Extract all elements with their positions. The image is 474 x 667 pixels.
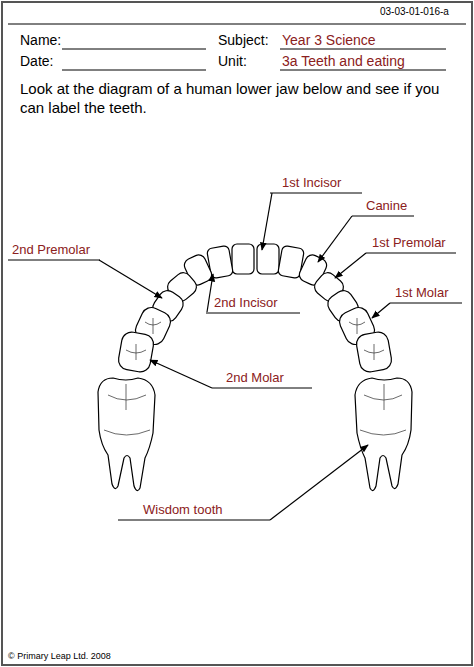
label-text: Name:: [20, 32, 61, 48]
field-name: Name:: [20, 32, 61, 48]
underline: [270, 193, 362, 194]
name-line: [62, 49, 206, 50]
tooth: [257, 244, 279, 274]
label-text: 2nd Incisor: [214, 295, 278, 310]
fissure: [360, 430, 406, 435]
header-rule: [8, 24, 466, 25]
fissure: [104, 430, 150, 435]
underline: [390, 303, 462, 304]
underline: [352, 216, 414, 217]
fissure: [364, 344, 384, 360]
teeth: [98, 244, 412, 491]
copyright-note: © Primary Leap Ltd. 2008: [8, 651, 111, 661]
tooth-label: 2nd Premolar: [12, 243, 90, 258]
label-text: Canine: [366, 198, 407, 213]
fissure: [364, 384, 402, 410]
label-text: 03-03-01-016-a: [380, 6, 449, 17]
tooth-label: 2nd Molar: [226, 371, 284, 386]
tooth-label: 1st Premolar: [372, 236, 446, 251]
label-text: 1st Premolar: [372, 235, 446, 250]
leader-line: [99, 260, 162, 298]
field-value: 3a Teeth and eating: [282, 53, 405, 69]
date-line: [62, 70, 206, 71]
underline: [366, 253, 456, 254]
instruction-text: Look at the diagram of a human lower jaw…: [20, 80, 460, 118]
wisdom-tooth-right: [355, 378, 412, 491]
leader-line: [318, 216, 352, 262]
field-value: Unit:: [218, 53, 247, 69]
form-lines: [62, 49, 446, 70]
tooth-label: 1st Molar: [395, 286, 448, 301]
leader-line: [207, 274, 213, 312]
underline: [212, 388, 312, 389]
subject-line: [280, 49, 446, 50]
label-underlines: [8, 193, 462, 520]
fissure: [108, 384, 146, 410]
label-text: Look at the diagram of a human lower jaw…: [20, 80, 439, 116]
tooth-label: 1st Incisor: [282, 176, 341, 191]
leader-line: [372, 303, 390, 318]
underline: [118, 520, 270, 521]
fissure: [349, 318, 365, 334]
tooth-fissures: [104, 318, 406, 435]
field-name: Date:: [20, 53, 53, 69]
label-text: © Primary Leap Ltd. 2008: [8, 651, 111, 661]
leader-line: [150, 360, 212, 388]
leader-line: [262, 193, 272, 250]
tooth: [232, 244, 254, 274]
leader-lines: [99, 193, 390, 520]
fissure: [145, 318, 161, 334]
wisdom-tooth-left: [98, 378, 155, 491]
tooth: [117, 331, 155, 374]
label-text: Subject:: [218, 32, 269, 48]
label-text: Date:: [20, 53, 53, 69]
label-text: 1st Incisor: [282, 175, 341, 190]
label-text: Unit:: [218, 53, 247, 69]
worksheet-code: 03-03-01-016-a: [380, 6, 449, 18]
tooth: [355, 331, 393, 374]
tooth-label: 2nd Incisor: [214, 296, 278, 311]
underline: [206, 313, 300, 314]
leader-line: [270, 445, 368, 520]
label-text: Wisdom tooth: [143, 502, 222, 517]
underline: [8, 260, 100, 261]
label-text: 3a Teeth and eating: [282, 53, 405, 69]
field-value: Year 3 Science: [282, 32, 376, 48]
field-name: Subject:: [218, 32, 269, 48]
label-text: Year 3 Science: [282, 32, 376, 48]
leader-line: [335, 253, 366, 278]
tooth-label: Wisdom tooth: [143, 503, 222, 518]
label-text: 2nd Premolar: [12, 242, 90, 257]
tooth-label: Canine: [366, 199, 407, 214]
fissure: [126, 344, 146, 360]
label-text: 1st Molar: [395, 285, 448, 300]
label-text: 2nd Molar: [226, 370, 284, 385]
unit-line: [280, 70, 446, 71]
